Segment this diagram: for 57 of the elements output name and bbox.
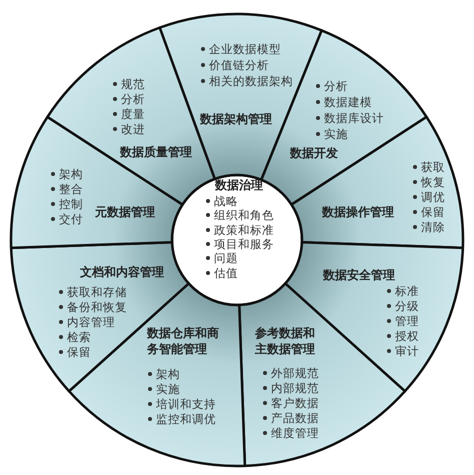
bullet-item: 清除 <box>421 220 445 234</box>
sector-heading: 数据开发 <box>290 146 338 160</box>
bullet-item: 问题 <box>214 251 238 266</box>
bullet-item: 检索 <box>67 330 91 344</box>
bullet-item: 数据建模 <box>324 95 372 109</box>
bullet-item: 实施 <box>324 127 348 141</box>
bullet-item: 内容管理 <box>67 315 115 329</box>
bullet-item: 授权 <box>395 329 419 343</box>
bullet-item: 标准 <box>395 284 419 298</box>
bullet-item: 控制 <box>59 197 83 211</box>
sector-heading: 数据架构管理 <box>200 112 272 126</box>
bullet-item: 估值 <box>214 266 238 280</box>
sector-heading: 数据治理 <box>215 178 263 192</box>
bullet-item: 相关的数据架构 <box>209 74 293 88</box>
bullet-item: 保留 <box>67 345 91 359</box>
sector-heading: 数据仓库和商务智能管理 <box>147 325 220 357</box>
bullet-item: 保留 <box>421 205 445 219</box>
bullet-item: 实施 <box>156 382 180 396</box>
bullet-item: 数据库设计 <box>324 111 384 125</box>
sector-heading: 元数据管理 <box>95 205 155 219</box>
bullet-item: 改进 <box>121 122 145 136</box>
sector-heading: 数据操作管理 <box>322 205 394 219</box>
bullet-item: 获取和存储 <box>67 285 127 299</box>
sector-heading: 参考数据和主数据管理 <box>255 325 316 357</box>
bullet-item: 监控和调优 <box>156 412 216 426</box>
bullet-item: 维度管理 <box>271 426 319 440</box>
bullet-item: 培训和支持 <box>156 397 216 411</box>
bullet-item: 内部规范 <box>271 381 319 395</box>
bullet-item: 交付 <box>59 212 83 226</box>
bullet-item: 分析 <box>121 92 145 106</box>
sector-heading: 数据安全管理 <box>323 268 395 282</box>
bullet-item: 恢复 <box>421 175 445 189</box>
bullet-item: 审计 <box>395 344 419 358</box>
wheel-sector <box>289 114 465 250</box>
bullet-item: 组织和角色 <box>214 208 274 222</box>
bullet-item: 企业数据模型 <box>209 42 281 56</box>
bullet-item: 项目和服务 <box>214 236 274 251</box>
bullet-item: 客户数据 <box>271 396 319 410</box>
bullet-item: 产品数据 <box>271 411 319 425</box>
bullet-item: 分级 <box>395 299 419 313</box>
bullet-item: 获取 <box>421 160 445 174</box>
bullet-item: 调优 <box>421 190 445 204</box>
bullet-item: 度量 <box>121 107 145 121</box>
sector-heading: 文档和内容管理 <box>80 265 164 279</box>
bullet-item: 战略 <box>214 194 238 208</box>
bullet-item: 架构 <box>156 367 180 381</box>
bullet-item: 政策和标准 <box>214 222 274 237</box>
bullet-item: 规范 <box>121 77 145 91</box>
bullet-item: 分析 <box>324 79 348 93</box>
bullet-item: 管理 <box>395 314 419 328</box>
bullet-item: 外部规范 <box>271 366 319 380</box>
sector-heading: 数据质量管理 <box>120 145 192 159</box>
bullet-item: 备份和恢复 <box>67 300 127 314</box>
bullet-item: 整合 <box>59 182 83 196</box>
bullet-item: 架构 <box>59 167 83 181</box>
bullet-item: 价值链分析 <box>209 58 269 72</box>
wheel-sector <box>237 281 407 468</box>
